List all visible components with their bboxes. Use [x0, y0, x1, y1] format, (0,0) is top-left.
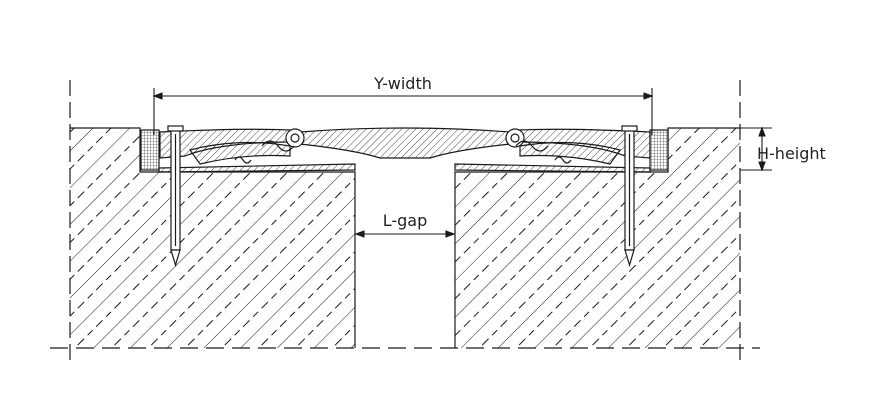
width-dimension: [152, 88, 654, 135]
center-cover-plate: [299, 127, 511, 159]
right-base-rail: [454, 163, 651, 173]
width-label: Y-width: [373, 74, 432, 93]
right-anchor-block: [649, 129, 669, 171]
left-anchor-bolt: [167, 125, 184, 268]
right-anchor-bolt: [621, 125, 638, 268]
right-hinge: [505, 128, 525, 148]
height-label: H-height: [757, 144, 826, 163]
joint-cover-assembly: [140, 127, 669, 173]
gap-dimension: [354, 230, 456, 238]
height-dimension: [740, 126, 772, 172]
left-anchor-block: [140, 129, 160, 171]
left-hinge: [285, 128, 305, 148]
left-base-rail: [158, 163, 356, 173]
boundary-lines: [50, 80, 760, 360]
gap-label: L-gap: [383, 211, 428, 230]
